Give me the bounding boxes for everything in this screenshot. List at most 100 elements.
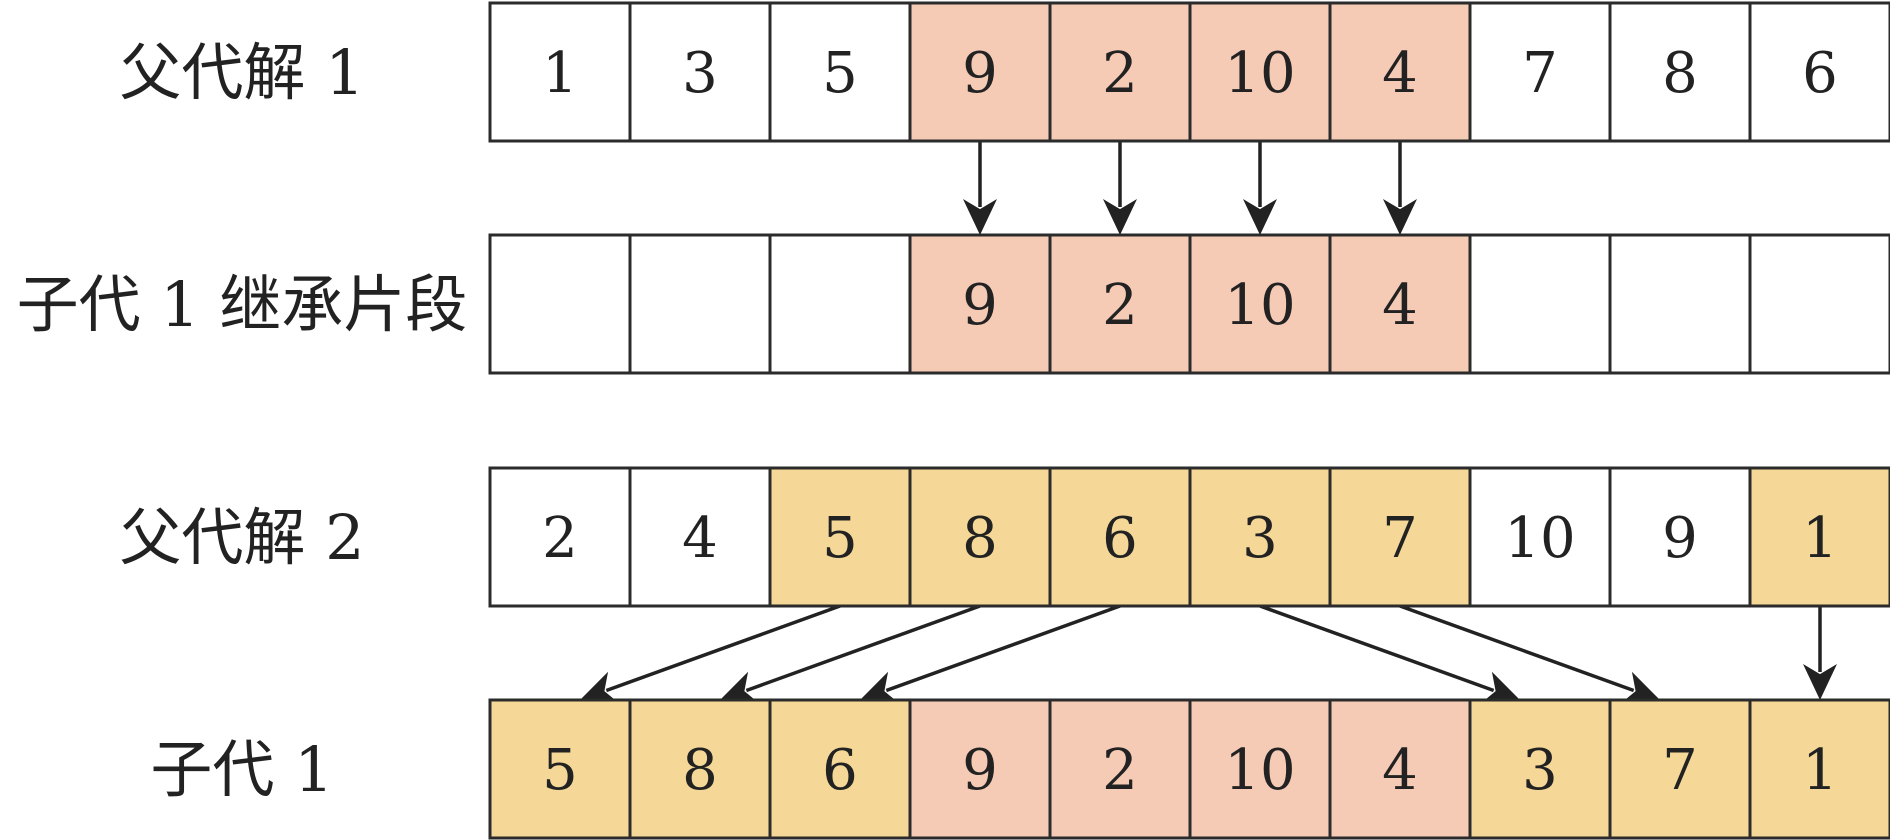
mapping-arrow — [1399, 604, 1660, 704]
gene-cell — [628, 233, 772, 375]
arrow-head — [1103, 199, 1137, 235]
gene-cell — [488, 1, 632, 143]
gene-value: 1 — [1802, 738, 1838, 803]
row-label-offspring-1: 子代 1 — [150, 733, 333, 806]
arrow-head — [963, 199, 997, 235]
mapping-arrows — [580, 141, 1837, 704]
arrow-head — [1243, 199, 1277, 235]
arrow-shaft — [1259, 604, 1495, 693]
gene-cell — [768, 1, 912, 143]
gene-value: 6 — [1802, 41, 1838, 106]
row-label-offspring-1-inherit: 子代 1 继承片段 — [17, 268, 468, 341]
gene-cell — [628, 466, 772, 608]
gene-cell — [1048, 466, 1192, 608]
gene-value: 10 — [1504, 506, 1575, 571]
gene-cell — [768, 698, 912, 840]
arrow-shaft — [885, 604, 1121, 693]
gene-value: 6 — [822, 738, 858, 803]
gene-cell — [1048, 698, 1192, 840]
row-parent-2: 2 4 5 8 6 3 7 10 9 1 — [488, 466, 1890, 608]
gene-cell — [488, 698, 632, 840]
gene-cell — [1328, 1, 1472, 143]
gene-value: 4 — [1382, 41, 1418, 106]
gene-value: 8 — [1662, 41, 1698, 106]
mapping-arrow — [860, 604, 1121, 704]
gene-value: 10 — [1224, 41, 1295, 106]
gene-cell — [768, 233, 912, 375]
gene-value: 5 — [822, 41, 858, 106]
gene-value: 4 — [682, 506, 718, 571]
gene-value: 3 — [682, 41, 718, 106]
gene-cell — [1748, 1, 1890, 143]
gene-cell — [1048, 1, 1192, 143]
gene-cell — [1608, 233, 1752, 375]
mapping-arrow — [1803, 606, 1837, 700]
gene-cell — [1468, 233, 1612, 375]
gene-cell — [488, 466, 632, 608]
gene-value: 3 — [1242, 506, 1278, 571]
mapping-arrow — [963, 141, 997, 235]
arrow-head — [720, 671, 760, 704]
gene-value: 9 — [1662, 506, 1698, 571]
arrow-shaft — [605, 604, 841, 693]
gene-value: 5 — [822, 506, 858, 571]
gene-cell — [1748, 233, 1890, 375]
arrow-shaft — [745, 604, 981, 693]
gene-cell — [1748, 466, 1890, 608]
gene-value: 8 — [962, 506, 998, 571]
gene-cell — [1468, 466, 1612, 608]
gene-cell — [908, 698, 1052, 840]
row-offspring-1: 5 8 6 9 2 10 4 3 7 1 — [488, 698, 1890, 840]
arrow-head — [1480, 671, 1520, 704]
gene-value: 2 — [542, 506, 578, 571]
arrow-head — [1383, 199, 1417, 235]
gene-cell — [1468, 698, 1612, 840]
gene-cell — [1328, 466, 1472, 608]
gene-rows: 1 3 5 9 2 10 4 7 8 6 9 2 10 4 2 4 5 8 6 3 7 10 9 1 5 8 6 9 2 10 4 3 7 1 — [488, 1, 1890, 840]
gene-cell — [1048, 233, 1192, 375]
gene-value: 7 — [1382, 506, 1418, 571]
gene-cell — [1468, 1, 1612, 143]
gene-cell — [908, 233, 1052, 375]
gene-value: 4 — [1382, 273, 1418, 338]
mapping-arrow — [580, 604, 841, 704]
mapping-arrow — [1243, 141, 1277, 235]
gene-value: 9 — [962, 738, 998, 803]
gene-cell — [628, 698, 772, 840]
mapping-arrow — [720, 604, 981, 704]
gene-value: 2 — [1102, 738, 1138, 803]
gene-cell — [1188, 1, 1332, 143]
gene-value: 10 — [1224, 273, 1295, 338]
gene-cell — [1748, 698, 1890, 840]
gene-value: 10 — [1224, 738, 1295, 803]
gene-value: 9 — [962, 41, 998, 106]
mapping-arrow — [1259, 604, 1520, 704]
arrow-head — [1803, 664, 1837, 700]
gene-value: 3 — [1522, 738, 1558, 803]
gene-cell — [908, 1, 1052, 143]
arrow-head — [580, 671, 620, 704]
gene-value: 9 — [962, 273, 998, 338]
arrow-head — [860, 671, 900, 704]
row-parent-1: 1 3 5 9 2 10 4 7 8 6 — [488, 1, 1890, 143]
row-label-parent-2: 父代解 2 — [119, 501, 364, 574]
row-offspring-1-inherit: 9 2 10 4 — [488, 233, 1890, 375]
row-label-parent-1: 父代解 1 — [119, 36, 364, 109]
gene-value: 2 — [1102, 41, 1138, 106]
mapping-arrow — [1383, 141, 1417, 235]
gene-value: 7 — [1662, 738, 1698, 803]
gene-value: 5 — [542, 738, 578, 803]
gene-value: 1 — [1802, 506, 1838, 571]
gene-value: 1 — [542, 41, 578, 106]
gene-value: 2 — [1102, 273, 1138, 338]
gene-value: 6 — [1102, 506, 1138, 571]
gene-cell — [1608, 1, 1752, 143]
gene-value: 7 — [1522, 41, 1558, 106]
gene-value: 4 — [1382, 738, 1418, 803]
arrow-head — [1620, 671, 1660, 704]
gene-cell — [488, 233, 632, 375]
gene-value: 8 — [682, 738, 718, 803]
mapping-arrow — [1103, 141, 1137, 235]
